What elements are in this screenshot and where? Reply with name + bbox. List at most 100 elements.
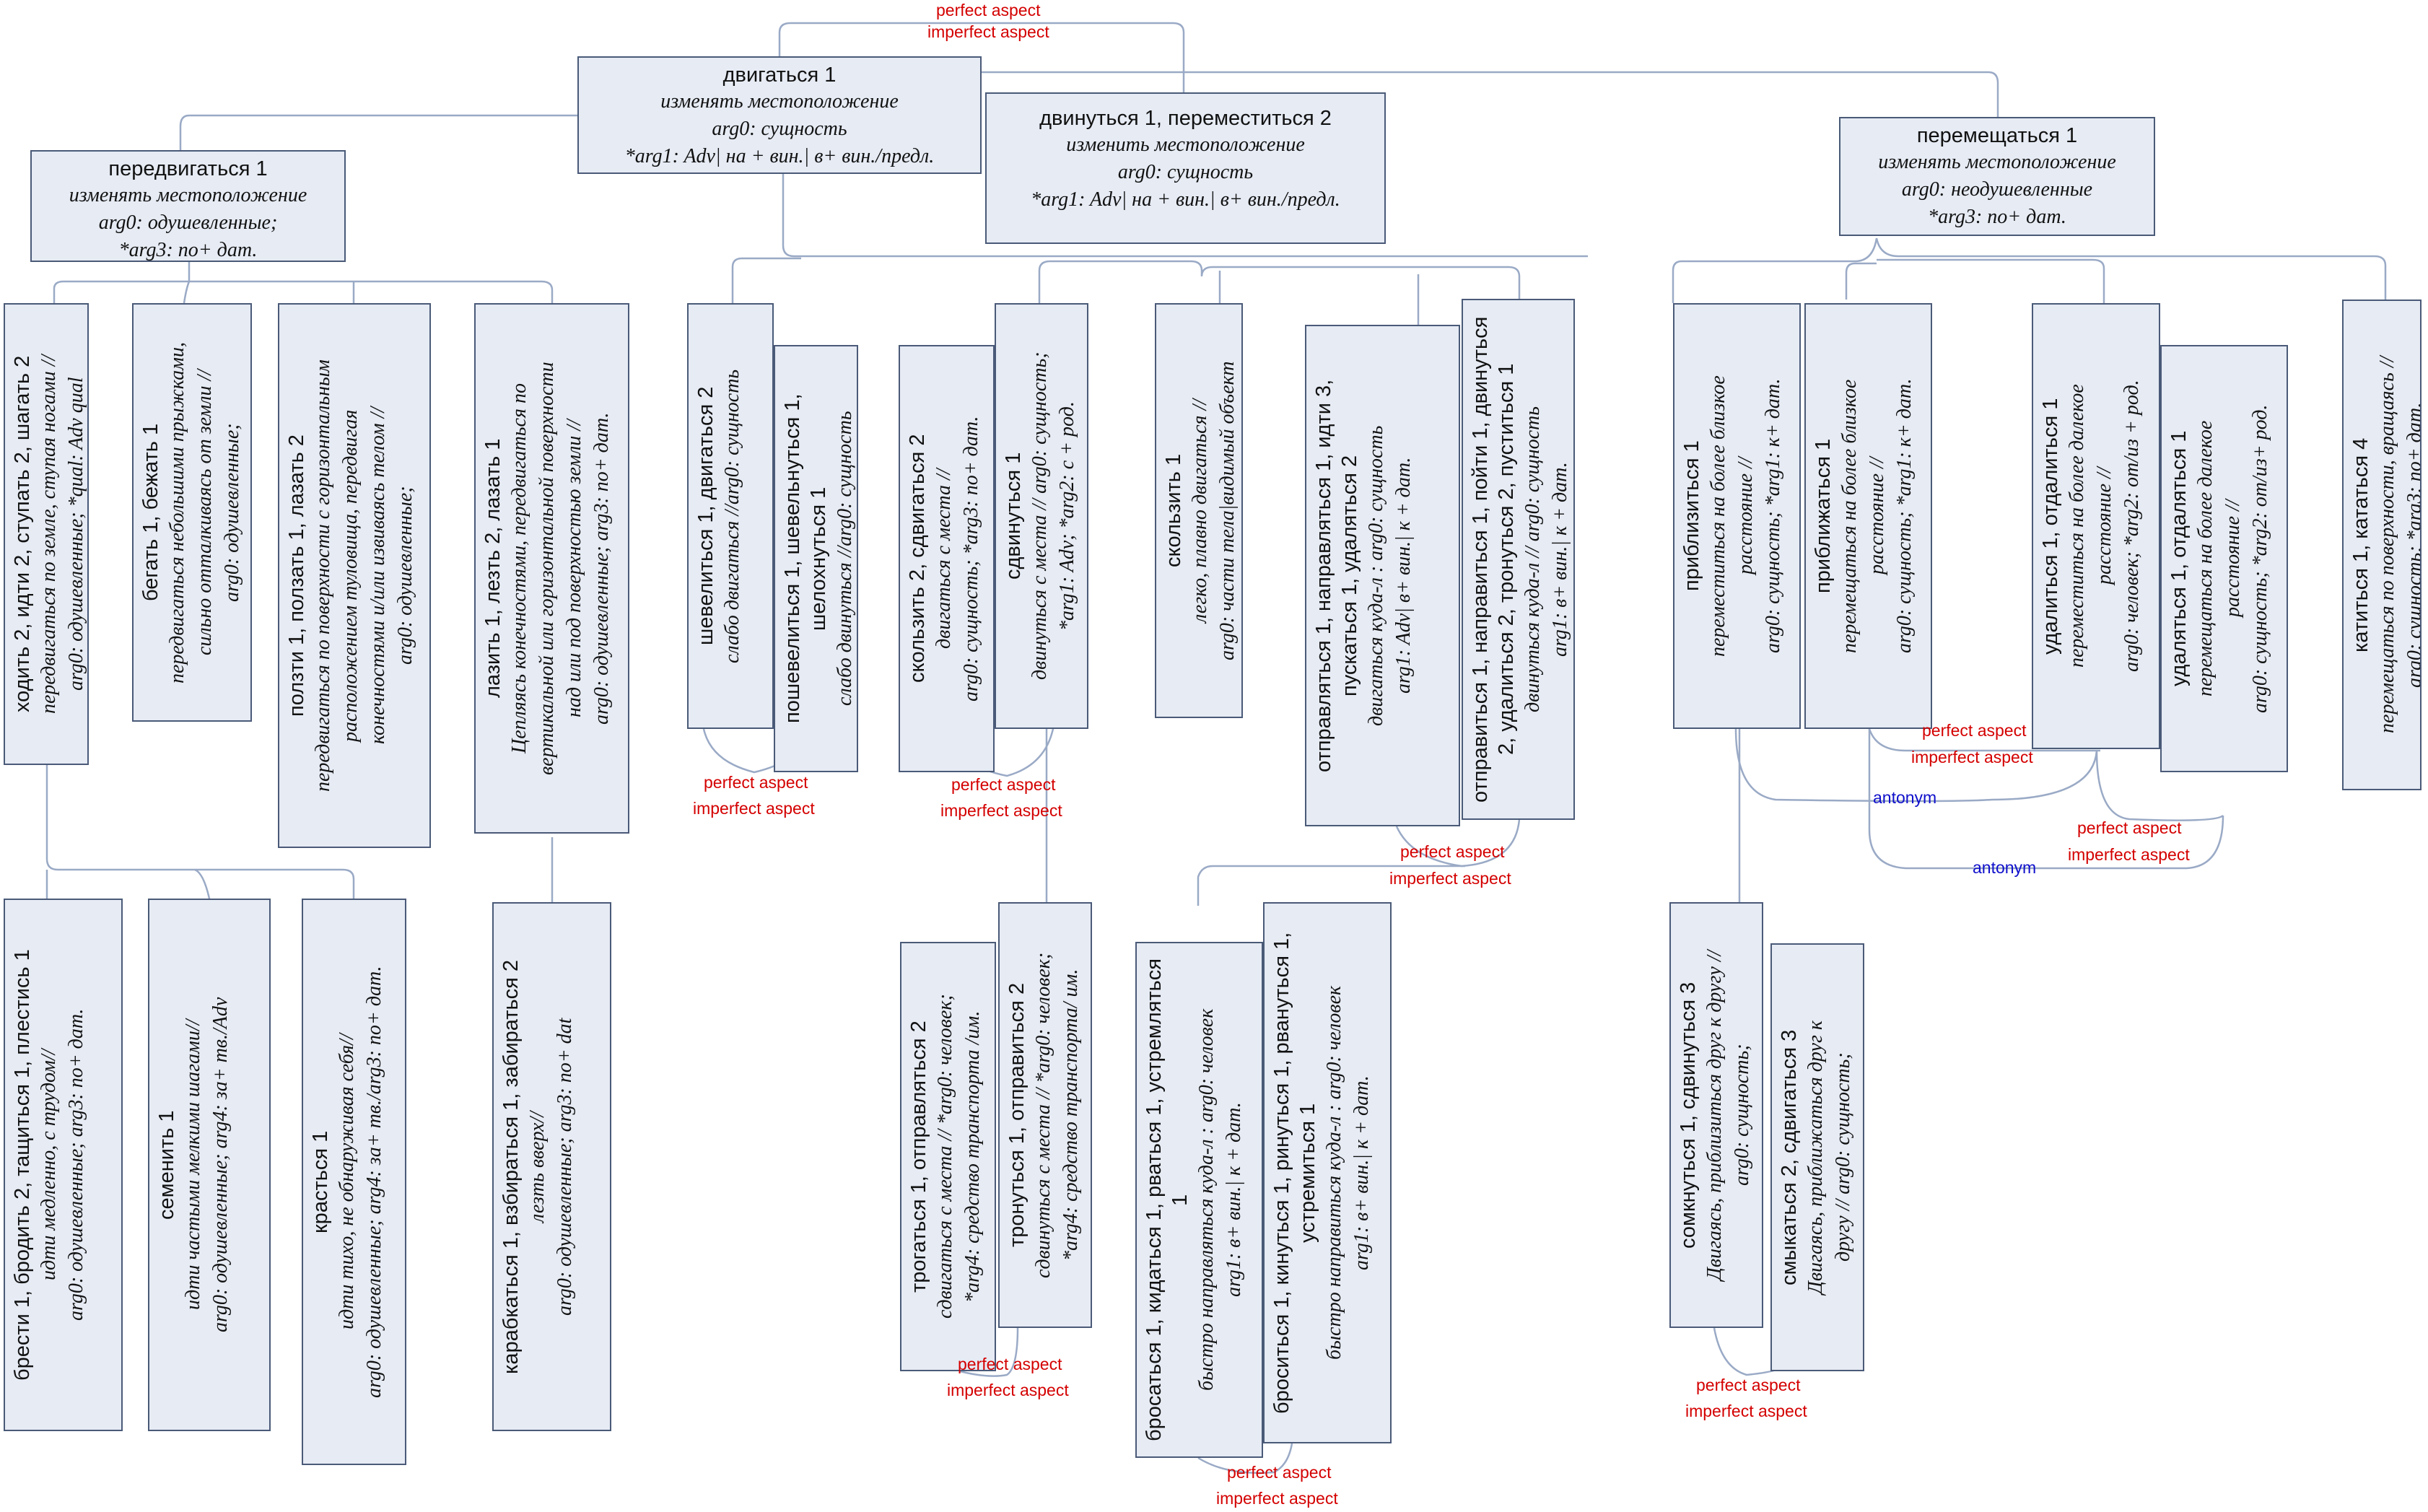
perfect-aspect-label: perfect aspect — [1922, 721, 2027, 740]
node-priblizitsya-1: приблизиться 1 переместиться на более бл… — [1673, 303, 1801, 729]
node-line: передвигаться небольшими прыжками, — [166, 341, 188, 683]
antonym-label: antonym — [1873, 788, 1937, 807]
node-title: брести 1, бродить 2, тащиться 1, плестис… — [11, 949, 34, 1381]
node-khodit-2: ходить 2, идти 2, ступать 2, шагать 2 пе… — [4, 303, 89, 765]
node-line: изменять местоположение — [1878, 151, 2116, 173]
connector — [782, 173, 1588, 258]
node-line: arg0: сущность; *arg1: к+ дат. — [1762, 378, 1784, 654]
node-title: броситься 1, кинуться 1, ринуться 1, рва… — [1270, 932, 1319, 1414]
node-tronutsya-1: тронуться 1, отправиться 2 сдвинуться с … — [998, 902, 1092, 1328]
node-priblizhatsya-1: приближаться 1 перемещаться на более бли… — [1804, 303, 1932, 729]
node-title: катиться 1, кататься 4 — [2349, 437, 2372, 652]
node-line: над или под поверхностью земли // — [563, 419, 585, 717]
node-line: arg1: в+ вин.| к + дат. — [1350, 1075, 1373, 1270]
node-title: шевелиться 1, двигаться 2 — [694, 386, 717, 646]
node-line: Цепляясь конечностями, передвигаться по — [508, 383, 530, 753]
node-line: изменять местоположение — [69, 184, 307, 206]
node-title: трогаться 1, отправляться 2 — [907, 1021, 930, 1293]
antonym-label: antonym — [1973, 858, 2037, 877]
node-line: конечностями и/или извиваясь телом // — [367, 406, 389, 745]
node-line: расстояние // — [1866, 457, 1888, 575]
node-line: передвигаться по земле, ступая ногами // — [38, 354, 60, 714]
node-begat-1: бегать 1, бежать 1 передвигаться небольш… — [132, 303, 252, 722]
node-line: расстояние // — [2093, 467, 2115, 585]
node-title: передвигаться 1 — [108, 157, 268, 180]
node-title: лазить 1, лезть 2, лазать 1 — [481, 438, 505, 699]
connector — [1038, 260, 1521, 303]
node-title: скользить 1 — [1162, 453, 1185, 568]
node-line: arg0: сущность; *arg3: по+ дат. — [2403, 402, 2422, 688]
node-line: сильно отталкиваясь от земли // — [193, 369, 216, 656]
node-line: вертикальной или горизонтальной поверхно… — [536, 362, 558, 775]
node-title: семенить 1 — [155, 1110, 178, 1220]
node-line: arg0: одушевленные; arg4: за+ тв./Adv — [209, 997, 232, 1333]
node-lazit-1: лазить 1, лезть 2, лазать 1 Цепляясь кон… — [474, 303, 629, 834]
node-line: расположением туловища, передвигая — [339, 409, 362, 742]
node-line: arg0: одушевленные; arg3: по+ дат. — [590, 412, 613, 725]
node-line: arg0: сущность; — [1731, 1044, 1753, 1187]
node-bresti-1: брести 1, бродить 2, тащиться 1, плестис… — [4, 899, 123, 1431]
node-title: приближаться 1 — [1812, 438, 1835, 594]
node-sdvinutsya-1: сдвинуться 1 двинуться с места // arg0: … — [995, 303, 1088, 729]
node-line: *arg1: Adv| на + вин.| в+ вин./предл. — [1031, 188, 1340, 211]
node-udalyatsya-1: удаляться 1, отдаляться 1 перемещаться н… — [2160, 345, 2288, 772]
node-line: *arg4: средство транспорта /им. — [961, 1010, 984, 1303]
node-line: перемещаться на более далекое — [2194, 420, 2217, 697]
imperfect-aspect-label: imperfect aspect — [1911, 748, 2033, 766]
perfect-aspect-label: perfect aspect — [958, 1355, 1062, 1373]
node-shevelitsya-1: шевелиться 1, двигаться 2 слабо двигатьс… — [687, 303, 774, 729]
node-line: arg0: одушевленные; arg3: по+ dat — [554, 1018, 576, 1316]
node-line: arg0: сущность; *arg3: по+ дат. — [960, 416, 982, 702]
node-title: бросаться 1, кидаться 1, рваться 1, устр… — [1143, 958, 1192, 1441]
node-line: arg0: сущность; *arg1: к+ дат. — [1893, 378, 1916, 654]
connector — [953, 71, 1999, 120]
connector — [2095, 750, 2224, 821]
node-poshevelitsya-1: пошевелиться 1, шевельнуться 1, шелохнут… — [774, 345, 858, 772]
node-title: двинуться 1, переместиться 2 — [1039, 107, 1332, 130]
node-line: Двигаясь, приближаться друг к — [1804, 1021, 1827, 1294]
node-line: arg0: сущность; *arg2: от/из+ род. — [2249, 404, 2271, 713]
node-line: слабо двинуться //arg0: сущность — [834, 411, 856, 707]
node-line: arg0: сущность — [712, 118, 847, 140]
connector — [53, 280, 554, 303]
node-brosatsya-1: бросаться 1, кидаться 1, рваться 1, устр… — [1135, 942, 1263, 1458]
perfect-aspect-label: perfect aspect — [1696, 1376, 1801, 1394]
node-line: идти частыми мелкими шагами// — [182, 1019, 204, 1311]
node-line: двинуться с места // arg0: сущность; — [1029, 351, 1051, 681]
node-line: Двигаясь, приблизиться друг к другу // — [1703, 950, 1726, 1280]
node-line: arg0: одушевленные; — [98, 211, 278, 234]
connector — [1845, 262, 1877, 300]
node-line: изменять местоположение — [660, 90, 899, 113]
imperfect-aspect-label: imperfect aspect — [1389, 869, 1511, 888]
node-title: отправляться 1, направляться 1, идти 3, … — [1312, 379, 1361, 772]
node-line: слабо двигаться //arg0: сущность — [721, 369, 743, 663]
node-title: приблизиться 1 — [1680, 440, 1703, 592]
node-title: перемещаться 1 — [1916, 124, 2078, 147]
connector — [959, 1327, 1019, 1377]
perfect-aspect-label: perfect aspect — [1227, 1463, 1332, 1482]
imperfect-aspect-label: imperfect aspect — [940, 801, 1062, 820]
node-title: пошевелиться 1, шевельнуться 1, шелохнут… — [781, 393, 830, 724]
node-line: перемещаться на более близкое — [1838, 379, 1861, 653]
node-title: сдвинуться 1 — [1002, 452, 1025, 580]
node-line: идти медленно, с трудом// — [38, 1049, 60, 1281]
node-karabkatsya-1: карабкаться 1, взбираться 1, забираться … — [492, 902, 611, 1431]
node-line: переместиться на более близкое — [1707, 375, 1729, 657]
connector — [1877, 258, 2105, 303]
imperfect-aspect-label: imperfect aspect — [927, 22, 1049, 41]
node-peredvigatsya-1: передвигаться 1 изменять местоположение … — [30, 150, 346, 262]
node-line: arg1: в+ вин.| к + дат. — [1549, 462, 1571, 657]
node-line: передвигаться по поверхности с горизонта… — [312, 359, 334, 792]
node-trogatsya-1: трогаться 1, отправляться 2 сдвигаться с… — [900, 942, 996, 1371]
imperfect-aspect-label: imperfect aspect — [947, 1381, 1069, 1399]
node-otpravlyatsya-1: отправляться 1, направляться 1, идти 3, … — [1305, 325, 1460, 826]
node-title: скользить 2, сдвигаться 2 — [906, 434, 929, 683]
connector — [194, 868, 211, 899]
connector — [45, 765, 355, 899]
imperfect-aspect-label: imperfect aspect — [693, 799, 815, 818]
node-line: перемещаться по поверхности, вращаясь // — [2376, 356, 2398, 734]
perfect-aspect-label: perfect aspect — [704, 773, 808, 792]
node-semenit-1: семенить 1 идти частыми мелкими шагами//… — [148, 899, 271, 1431]
perfect-aspect-label: perfect aspect — [2077, 818, 2182, 837]
